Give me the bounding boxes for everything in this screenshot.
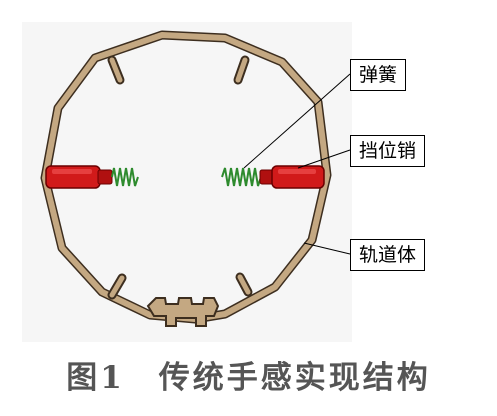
left-spring — [111, 167, 139, 187]
left-stop-pin — [45, 165, 113, 189]
leader-line-spring — [243, 73, 351, 169]
figure-caption: 图1 传统手感实现结构 — [0, 352, 497, 397]
caption-text: 传统手感实现结构 — [158, 360, 431, 396]
leader-line-pin — [297, 149, 351, 169]
label-spring: 弹簧 — [350, 59, 407, 91]
leader-line-track — [303, 242, 351, 255]
right-spring — [221, 167, 262, 187]
caption-number: 图1 — [66, 360, 125, 396]
label-stop-pin: 挡位销 — [350, 135, 426, 167]
bottom-notch — [146, 297, 220, 327]
label-track-body: 轨道体 — [350, 239, 426, 271]
inner-tabs-fill — [109, 57, 251, 298]
right-stop-pin — [259, 165, 325, 189]
